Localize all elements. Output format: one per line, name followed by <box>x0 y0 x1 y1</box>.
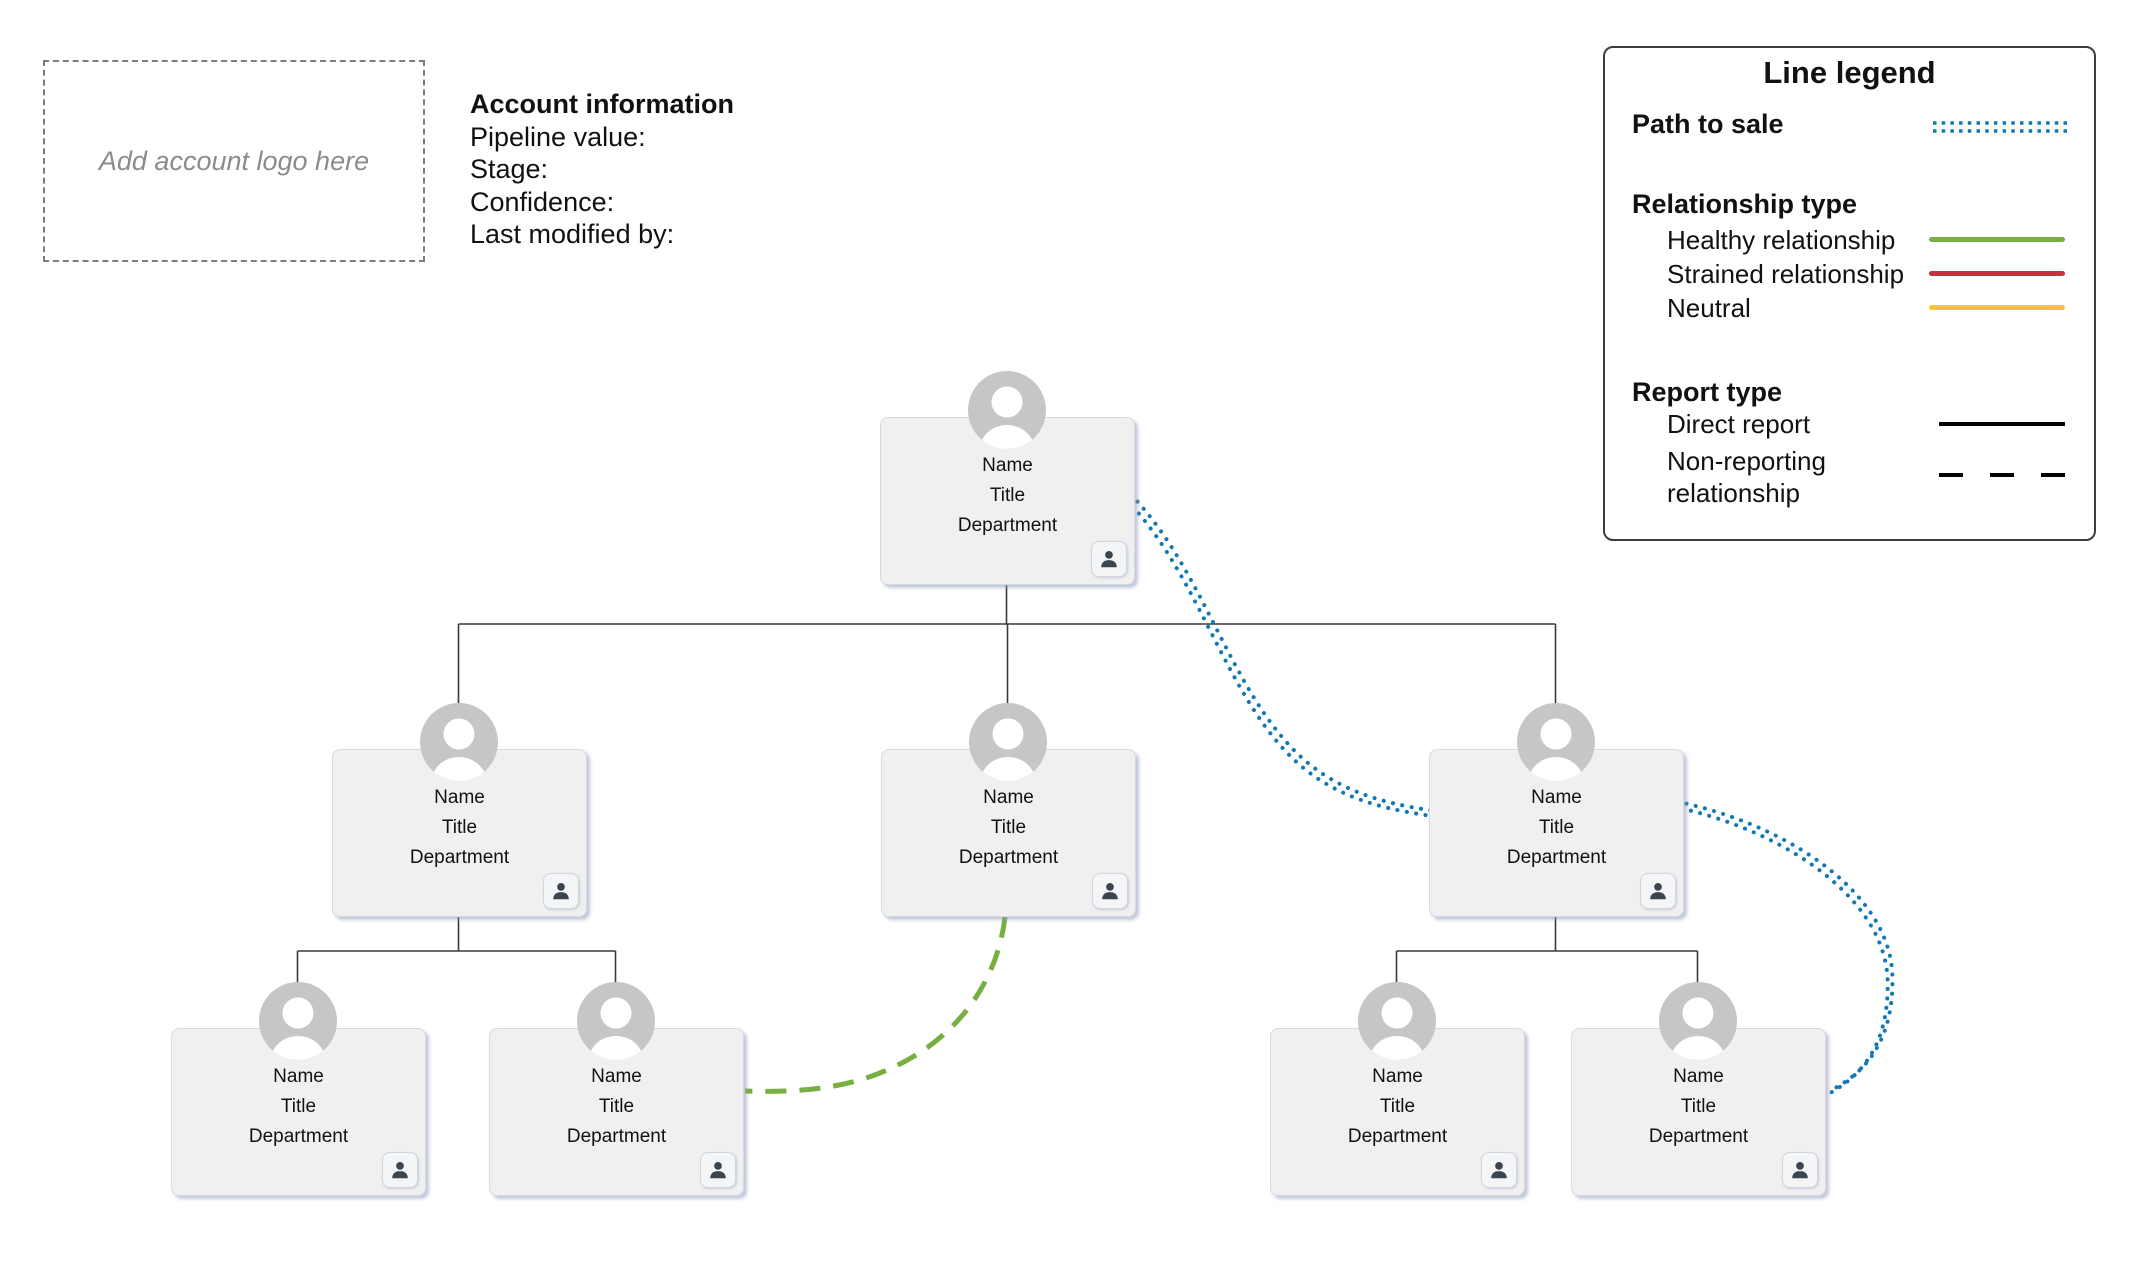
avatar <box>259 982 337 1060</box>
contact-badge[interactable] <box>543 873 579 909</box>
contact-badge[interactable] <box>700 1152 736 1188</box>
avatar <box>1358 982 1436 1060</box>
path-to-sale-curve-right[interactable] <box>1679 801 1895 1098</box>
account-info-field: Stage: <box>470 154 549 184</box>
legend-title: Line legend <box>1763 55 1936 90</box>
node-department: Department <box>248 1126 349 1147</box>
contact-badge[interactable] <box>1481 1152 1517 1188</box>
person-icon <box>1102 883 1118 900</box>
person-icon <box>1792 1162 1808 1179</box>
node-department: Department <box>957 515 1058 536</box>
legend-path-to-sale-label: Path to sale <box>1632 109 1784 139</box>
node-department: Department <box>1648 1126 1749 1147</box>
legend-report-heading: Report type <box>1632 377 1783 407</box>
node-name: Name <box>983 787 1034 808</box>
node-title: Title <box>990 817 1027 838</box>
neutral-swatch <box>1929 305 2065 310</box>
contact-badge[interactable] <box>382 1152 418 1188</box>
direct-report-swatch <box>1939 422 2065 426</box>
org-node-card[interactable]: Name Title Department <box>489 982 744 1196</box>
node-department: Department <box>409 847 510 868</box>
avatar <box>420 703 498 781</box>
legend-item-healthy: Healthy relationship <box>1667 225 1896 255</box>
line-legend-box[interactable]: Line legend Path to sale Relationship ty… <box>1603 46 2096 541</box>
avatar <box>577 982 655 1060</box>
node-title: Title <box>1379 1096 1416 1117</box>
node-title: Title <box>989 485 1026 506</box>
org-node-card[interactable]: Name Title Department <box>1429 703 1684 917</box>
node-title: Title <box>1680 1096 1717 1117</box>
legend-item-strained: Strained relationship <box>1667 259 1905 289</box>
node-title: Title <box>598 1096 635 1117</box>
account-info-heading: Account information <box>470 89 734 119</box>
legend-item-neutral: Neutral <box>1667 293 1751 323</box>
node-department: Department <box>1347 1126 1448 1147</box>
avatar <box>1517 703 1595 781</box>
person-icon <box>1491 1162 1507 1179</box>
strained-swatch <box>1929 271 2065 276</box>
org-node-card[interactable]: Name Title Department <box>881 703 1136 917</box>
person-icon <box>1650 883 1666 900</box>
healthy-non-reporting-curve[interactable] <box>744 916 1008 1094</box>
contact-badge[interactable] <box>1092 873 1128 909</box>
account-info-field: Pipeline value: <box>470 121 646 152</box>
person-icon <box>710 1162 726 1179</box>
node-name: Name <box>273 1066 324 1087</box>
org-node-card[interactable]: Name Title Department <box>171 982 426 1196</box>
node-name: Name <box>434 787 485 808</box>
account-info-field: Confidence: <box>470 186 615 217</box>
legend-relationship-heading: Relationship type <box>1632 189 1858 219</box>
avatar <box>969 703 1047 781</box>
contact-badge[interactable] <box>1782 1152 1818 1188</box>
node-name: Name <box>1673 1066 1724 1087</box>
contact-badge[interactable] <box>1640 873 1676 909</box>
node-name: Name <box>1372 1066 1423 1087</box>
person-icon <box>553 883 569 900</box>
contact-badge[interactable] <box>1091 541 1127 577</box>
account-info-field: Last modified by: <box>470 219 675 249</box>
person-icon <box>1101 551 1117 568</box>
healthy-swatch <box>1929 237 2065 242</box>
person-icon <box>392 1162 408 1179</box>
logo-placeholder-text: Add account logo here <box>98 145 370 176</box>
node-title: Title <box>1538 817 1575 838</box>
org-node-card[interactable]: Name Title Department <box>1571 982 1826 1196</box>
path-to-sale-curve-top[interactable] <box>1130 499 1435 818</box>
node-department: Department <box>958 847 1059 868</box>
node-name: Name <box>982 455 1033 476</box>
legend-item-non-reporting: Non-reporting relationship <box>1667 446 1826 508</box>
account-logo-placeholder[interactable]: Add account logo here <box>43 60 425 262</box>
avatar <box>968 371 1046 449</box>
direct-report-lines <box>296 583 1699 988</box>
node-department: Department <box>1506 847 1607 868</box>
node-title: Title <box>280 1096 317 1117</box>
path-to-sale-swatch <box>1933 121 2067 133</box>
node-title: Title <box>441 817 478 838</box>
node-name: Name <box>1531 787 1582 808</box>
legend-item-direct-report: Direct report <box>1667 409 1811 439</box>
node-department: Department <box>566 1126 667 1147</box>
account-information: Account information Pipeline value: Stag… <box>470 88 734 251</box>
non-reporting-swatch <box>1939 473 2069 477</box>
org-node-card[interactable]: Name Title Department <box>1270 982 1525 1196</box>
avatar <box>1659 982 1737 1060</box>
org-node-card[interactable]: Name Title Department <box>332 703 587 917</box>
org-node-card[interactable]: Name Title Department <box>880 371 1135 585</box>
node-name: Name <box>591 1066 642 1087</box>
